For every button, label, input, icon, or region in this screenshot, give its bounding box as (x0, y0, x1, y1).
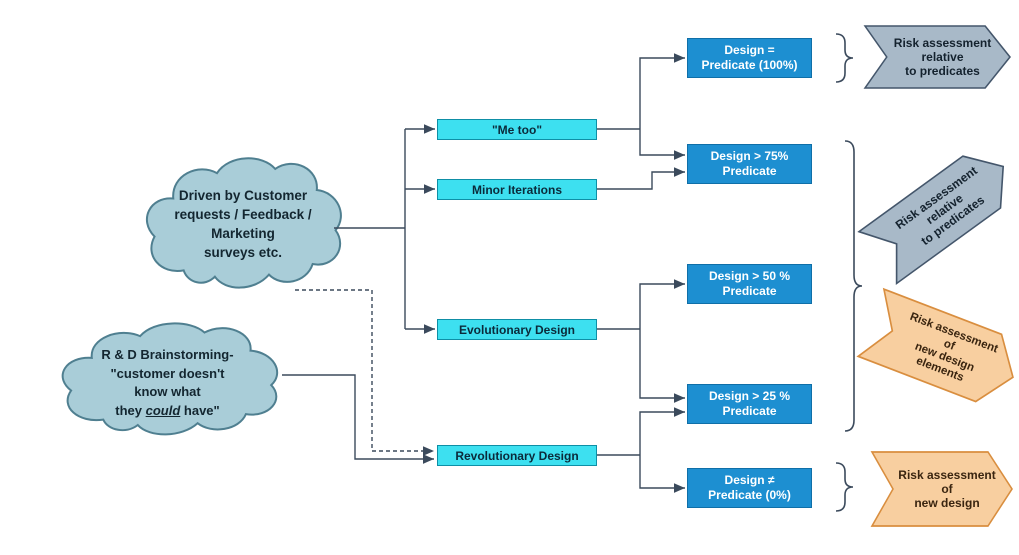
rating-line: Predicate (722, 404, 777, 418)
risk-line: relative (921, 50, 964, 64)
cloud-customer-line: requests / Feedback / (174, 207, 312, 222)
rating-line: Predicate (722, 284, 777, 298)
rating-line: Design = (724, 43, 775, 57)
cloud-shape-customer (147, 158, 341, 287)
category-label: Revolutionary Design (455, 448, 579, 463)
rating-box-design-gt-50: Design > 50 % Predicate (687, 264, 812, 304)
risk-line: Risk assessment (893, 36, 992, 50)
risk-banner-predicates-middle: Risk assessment relative to predicates (857, 141, 1019, 285)
cloud-customer-text: Driven by Customer requests / Feedback /… (148, 186, 338, 262)
risk-line: to predicates (905, 64, 980, 78)
category-label: "Me too" (491, 122, 543, 137)
rating-line: Design ≠ (724, 473, 775, 487)
banner-arrow-shape (857, 155, 1005, 285)
risk-line: Risk assessment (898, 468, 996, 482)
category-box-me-too: "Me too" (437, 119, 597, 140)
connector-cloud2-to-revolutionary (282, 374, 434, 464)
connector-revolutionary-to-0 (639, 455, 685, 493)
rating-box-design-gt-75: Design > 75% Predicate (687, 144, 812, 184)
cloud-rnd-text: R & D Brainstorming- "customer doesn't k… (70, 346, 265, 420)
cloud-rnd-line4-emphasis: could (145, 402, 181, 418)
cloud-shape-rnd (63, 323, 278, 434)
cloud-rnd-line: "customer doesn't (110, 365, 225, 381)
risk-banner-text: Risk assessment relative to predicates (865, 26, 1010, 88)
banner-arrow-shape (863, 25, 1011, 89)
connector-minor-to-75 (597, 167, 685, 190)
rating-box-design-not-equal-predicate: Design ≠ Predicate (0%) (687, 468, 812, 508)
risk-banner-text: Risk assessment of new design (872, 452, 1012, 526)
connector-revolutionary-to-25 (639, 407, 685, 455)
brace-bottom (835, 462, 854, 512)
category-box-revolutionary-design: Revolutionary Design (437, 445, 597, 466)
cloud-customer-line: surveys etc. (203, 245, 283, 260)
cloud-customer-line: Driven by Customer (178, 188, 308, 203)
banner-arrow-shape (856, 287, 1014, 403)
category-box-minor-iterations: Minor Iterations (437, 179, 597, 200)
connector-evolutionary-to-50 (639, 279, 685, 329)
category-box-evolutionary-design: Evolutionary Design (437, 319, 597, 340)
rating-box-design-equals-predicate: Design = Predicate (100%) (687, 38, 812, 78)
cloud-rnd-line: they could have" (70, 402, 265, 421)
cloud-rnd-line: R & D Brainstorming- (101, 347, 234, 362)
cloud-rnd-line: know what (134, 384, 201, 399)
brace-middle (844, 140, 863, 432)
category-label: Minor Iterations (471, 182, 562, 197)
rating-line: Design > 50 % (708, 269, 791, 283)
risk-banner-predicates-top: Risk assessment relative to predicates (863, 25, 1011, 89)
rating-line: Design > 25 % (708, 389, 791, 403)
risk-line: new design (914, 496, 980, 510)
connector-me-too-to-100 (639, 53, 685, 129)
connector-cloud1-to-revolutionary-dashed (295, 289, 434, 456)
brace-top (835, 33, 854, 83)
cloud-rnd-line4-pre: they (115, 402, 146, 418)
cloud-rnd-line4-post: have" (180, 402, 220, 418)
connector-evolutionary-to-25 (639, 329, 685, 403)
rating-line: Design > 75% (710, 149, 789, 163)
category-label: Evolutionary Design (458, 322, 576, 337)
rating-line: Predicate (722, 164, 777, 178)
risk-banner-new-design-bottom: Risk assessment of new design (870, 451, 1013, 527)
risk-line: of (941, 482, 953, 496)
rating-line: Predicate (0%) (708, 488, 791, 502)
rating-box-design-gt-25: Design > 25 % Predicate (687, 384, 812, 424)
risk-banner-new-design-elements: Risk assessment of new design elements (856, 287, 1019, 411)
cloud-customer-line: Marketing (211, 226, 275, 241)
rating-line: Predicate (100%) (701, 58, 798, 72)
connector-me-too-to-75 (639, 129, 685, 160)
banner-arrow-shape (870, 451, 1013, 527)
